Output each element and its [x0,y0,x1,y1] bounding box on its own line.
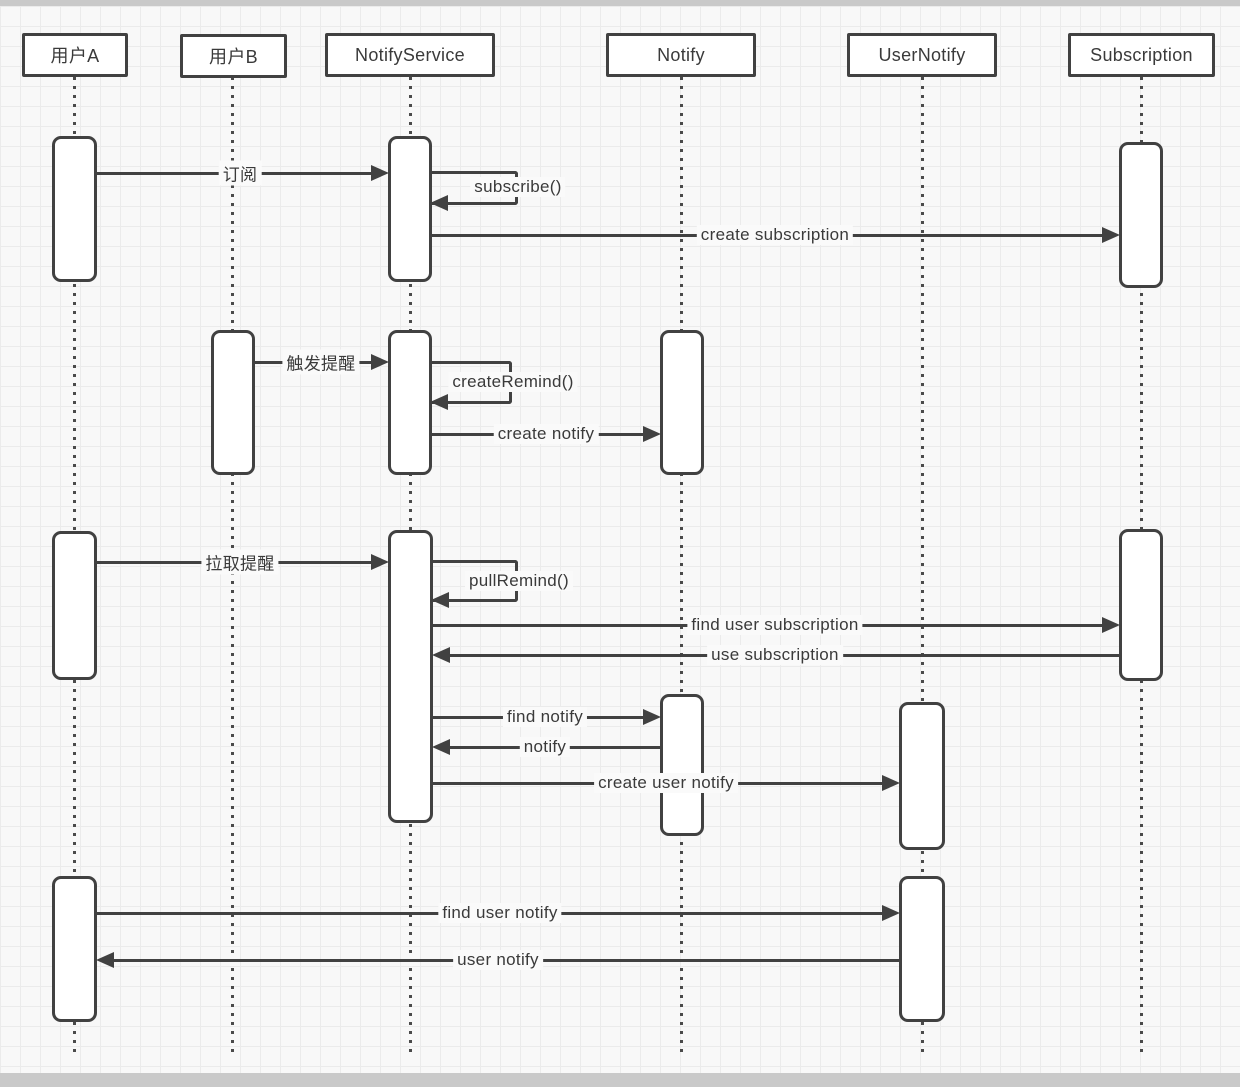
canvas-bottom-edge [0,1073,1240,1087]
activation-user-a-2 [52,531,97,680]
participant-notify: Notify [606,33,756,77]
activation-user-a-1 [52,136,97,282]
message-label-subscribe: subscribe() [470,177,566,197]
activation-subscription-2 [1119,529,1163,681]
diagram-grid-canvas [0,6,1240,1073]
arrowhead-left-icon [430,195,448,211]
arrowhead-right-icon [643,709,661,725]
activation-user-notify-1 [899,702,945,850]
lifeline-user-notify [921,77,924,1053]
arrowhead-left-icon [432,739,450,755]
activation-notify-1 [660,330,704,475]
arrowhead-left-icon [431,592,449,608]
activation-notify-service-3 [388,530,433,823]
message-label-user-notify-return: user notify [453,950,543,970]
message-label-pull-remind-cn: 拉取提醒 [201,549,279,575]
activation-user-a-3 [52,876,97,1022]
message-label-create-user-notify: create user notify [594,773,738,793]
arrowhead-left-icon [430,394,448,410]
message-label-subscribe-cn: 订阅 [218,160,262,186]
arrowhead-right-icon [371,165,389,181]
participant-user-b: 用户B [180,34,287,78]
activation-notify-service-1 [388,136,432,282]
arrowhead-left-icon [432,647,450,663]
arrowhead-left-icon [96,952,114,968]
message-label-find-user-notify: find user notify [438,903,562,923]
arrowhead-right-icon [1102,617,1120,633]
message-label-use-subscription: use subscription [707,645,843,665]
arrowhead-right-icon [1102,227,1120,243]
arrowhead-right-icon [882,775,900,791]
activation-user-notify-2 [899,876,945,1022]
message-label-create-notify: create notify [493,424,599,444]
message-label-create-subscription: create subscription [696,225,854,245]
arrowhead-right-icon [371,554,389,570]
message-label-pull-remind: pullRemind() [465,571,573,591]
message-label-find-user-subscription: find user subscription [687,615,863,635]
message-label-trigger-remind-cn: 触发提醒 [282,349,360,375]
activation-user-b-1 [211,330,255,475]
message-label-notify-return: notify [519,737,571,757]
canvas-top-edge [0,0,1240,6]
participant-user-a: 用户A [22,33,128,77]
activation-notify-2 [660,694,704,836]
activation-notify-service-2 [388,330,432,475]
arrowhead-right-icon [643,426,661,442]
activation-subscription-1 [1119,142,1163,288]
message-label-create-remind: createRemind() [448,372,578,392]
participant-notify-service: NotifyService [325,33,495,77]
lifeline-notify [680,77,683,1053]
participant-user-notify: UserNotify [847,33,997,77]
message-label-find-notify: find notify [502,707,588,727]
arrowhead-right-icon [371,354,389,370]
arrowhead-right-icon [882,905,900,921]
participant-subscription: Subscription [1068,33,1215,77]
